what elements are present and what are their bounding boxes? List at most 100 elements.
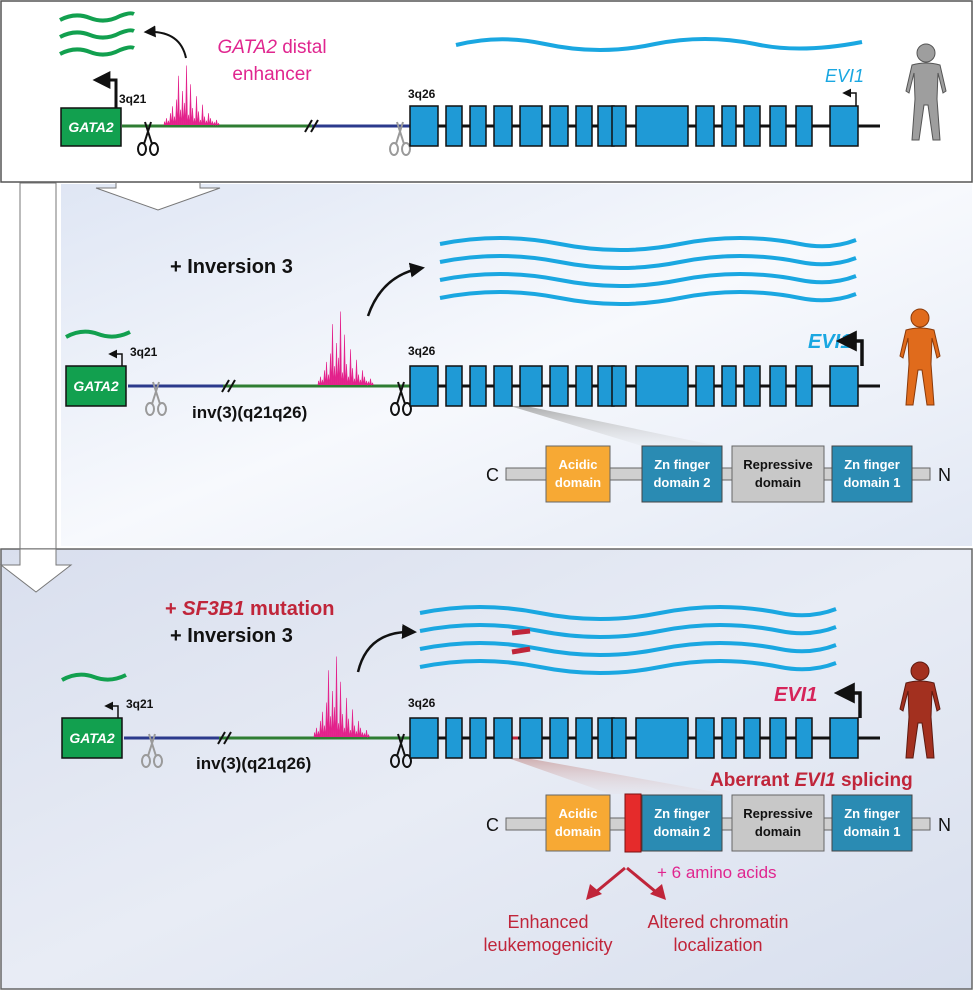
zn1-line1: Zn finger [844, 457, 900, 472]
break-mark [217, 731, 232, 745]
exon [519, 717, 543, 759]
n-terminus: N [938, 815, 951, 835]
enhancer-suffix: distal [277, 37, 327, 58]
gata2-gene-box [61, 717, 123, 759]
break-mark [304, 119, 319, 133]
arrow-icon [356, 623, 417, 673]
repressive-domain [731, 445, 825, 503]
zn-finger-domain-1 [831, 794, 913, 852]
exon [469, 717, 487, 759]
enhancer-peaks [313, 656, 370, 739]
zn2-line2: domain 2 [653, 475, 710, 490]
amino-acids-label: + 6 amino acids [657, 863, 777, 882]
sf3b1-suffix: mutation [245, 598, 335, 620]
arrow-icon [366, 262, 425, 317]
evi1-exons [409, 105, 859, 147]
protein-diagram: C N Acidic domain Zn finger domain 2 Rep… [486, 445, 951, 503]
enhancer-peaks [163, 65, 220, 127]
exon [519, 105, 543, 147]
zn1-line2: domain 1 [843, 824, 900, 839]
locus-3q26: 3q26 [408, 344, 436, 358]
exon [769, 105, 787, 147]
exon [469, 365, 487, 407]
exon [519, 365, 543, 407]
panel-2: + Inversion 3 GATA2 3q21 inv(3)(q21q26) … [61, 184, 972, 546]
exon [743, 365, 761, 407]
svg-text:GATA2 distal: GATA2 distal [217, 37, 326, 58]
mrna-wave-icon [61, 672, 127, 682]
zn-finger-domain-2 [641, 445, 723, 503]
locus-3q21: 3q21 [119, 92, 147, 106]
acidic-domain [545, 794, 611, 852]
exon [695, 105, 715, 147]
mrna-wave-icon [59, 28, 135, 40]
evi1-mrna-transcripts [439, 236, 857, 306]
break-mark [221, 379, 236, 393]
acidic-line2: domain [555, 824, 601, 839]
inserted-amino-acids [624, 793, 642, 853]
gata2-gene-box [60, 107, 122, 147]
exon [549, 105, 569, 147]
zn-finger-domain-2 [641, 794, 723, 852]
exon [829, 717, 859, 759]
gata2-label: GATA2 [73, 378, 119, 394]
exon [445, 717, 463, 759]
acidic-domain [545, 445, 611, 503]
outcome-left-1: Enhanced [507, 912, 588, 932]
outcome-right-2: localization [673, 935, 762, 955]
exon [611, 365, 627, 407]
evi1-exons [409, 717, 859, 759]
acidic-line2: domain [555, 475, 601, 490]
exon [695, 717, 715, 759]
enhancer-word: enhancer [232, 64, 312, 85]
sf3b1-gene: SF3B1 [182, 598, 244, 620]
rep-line1: Repressive [743, 457, 812, 472]
zoom-cone [510, 406, 718, 446]
gata2-label: GATA2 [68, 119, 114, 135]
inv-label: inv(3)(q21q26) [196, 754, 311, 773]
exon [575, 717, 593, 759]
arrow-icon [104, 701, 119, 718]
arrow-icon [143, 25, 187, 59]
exon [769, 365, 787, 407]
enhancer-gene: GATA2 [217, 37, 277, 58]
zn2-line2: domain 2 [653, 824, 710, 839]
evi1-label: EVI1 [774, 684, 817, 706]
exon [635, 717, 689, 759]
exon [695, 365, 715, 407]
panel3-title: + Inversion 3 [170, 625, 293, 647]
zn1-line2: domain 1 [843, 475, 900, 490]
exon [445, 365, 463, 407]
zn2-line1: Zn finger [654, 806, 710, 821]
outcome-right-1: Altered chromatin [647, 912, 788, 932]
exon [469, 105, 487, 147]
repressive-domain [731, 794, 825, 852]
svg-text:+ SF3B1 mutation: + SF3B1 mutation [165, 598, 335, 620]
exon [635, 365, 689, 407]
exon [611, 105, 627, 147]
evi1-exons [409, 365, 859, 407]
exon [611, 717, 627, 759]
panel2-title: + Inversion 3 [170, 256, 293, 278]
arrow-icon [92, 71, 118, 108]
enhancer-peaks [317, 311, 374, 387]
mrna-wave-icon [59, 11, 135, 23]
locus-3q26: 3q26 [408, 87, 436, 101]
exon [743, 717, 761, 759]
svg-text:Aberrant EVI1 splicing: Aberrant EVI1 splicing [710, 770, 913, 791]
arrow-icon [108, 349, 123, 366]
c-terminus: C [486, 465, 499, 485]
exon [409, 105, 439, 147]
exon [721, 365, 737, 407]
exon [409, 717, 439, 759]
protein-diagram: C N Acidic domain Zn finger domain 2 Rep… [486, 793, 951, 853]
aberrant-prefix: Aberrant [710, 770, 794, 791]
exon [769, 717, 787, 759]
zn2-line1: Zn finger [654, 457, 710, 472]
evi1-mrna-transcripts [419, 605, 837, 675]
locus-3q21: 3q21 [126, 697, 154, 711]
exon [635, 105, 689, 147]
c-terminus: C [486, 815, 499, 835]
exon [743, 105, 761, 147]
